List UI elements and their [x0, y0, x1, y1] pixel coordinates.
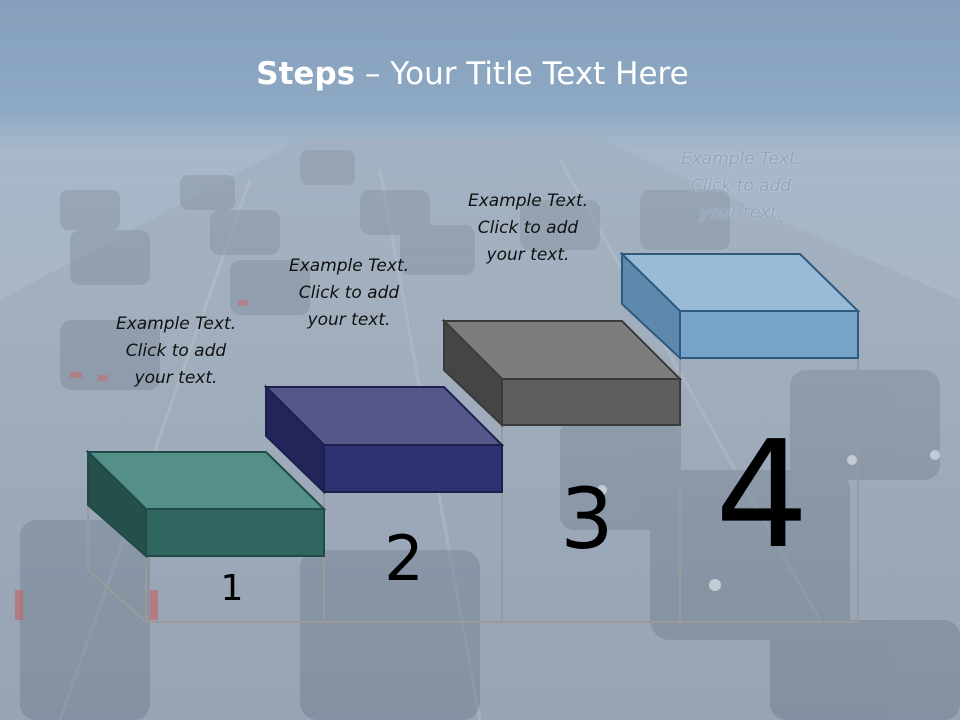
caption-line: Example Text. [115, 314, 237, 334]
caption-line: your text. [699, 203, 783, 223]
caption-line: Example Text. [680, 149, 802, 169]
slide-title[interactable]: Steps – Your Title Text Here [0, 56, 945, 92]
title-bold: Steps [256, 56, 356, 92]
step-4-number: 4 [714, 409, 810, 581]
caption-line: Click to add [690, 176, 792, 196]
step-3-number: 3 [560, 470, 614, 568]
caption-line: Example Text. [467, 191, 589, 211]
step-2-block[interactable] [263, 384, 505, 495]
caption-line: your text. [486, 245, 570, 265]
step-1-caption[interactable]: Example Text. Click to add your text. [86, 311, 266, 392]
step-1-number: 1 [220, 568, 244, 609]
step-4-block[interactable] [619, 251, 861, 361]
step-3-block[interactable] [441, 318, 683, 428]
caption-line: your text. [134, 368, 218, 388]
caption-line: your text. [307, 310, 391, 330]
step-4-caption[interactable]: Example Text. Click to add your text. [651, 146, 831, 227]
title-rest: – Your Title Text Here [355, 56, 689, 92]
step-3-caption[interactable]: Example Text. Click to add your text. [438, 188, 618, 269]
caption-line: Example Text. [288, 256, 410, 276]
caption-line: Click to add [477, 218, 579, 238]
step-2-number: 2 [384, 522, 424, 595]
step-1-block[interactable] [85, 449, 327, 559]
caption-line: Click to add [125, 341, 227, 361]
step-2-caption[interactable]: Example Text. Click to add your text. [259, 253, 439, 334]
caption-line: Click to add [298, 283, 400, 303]
